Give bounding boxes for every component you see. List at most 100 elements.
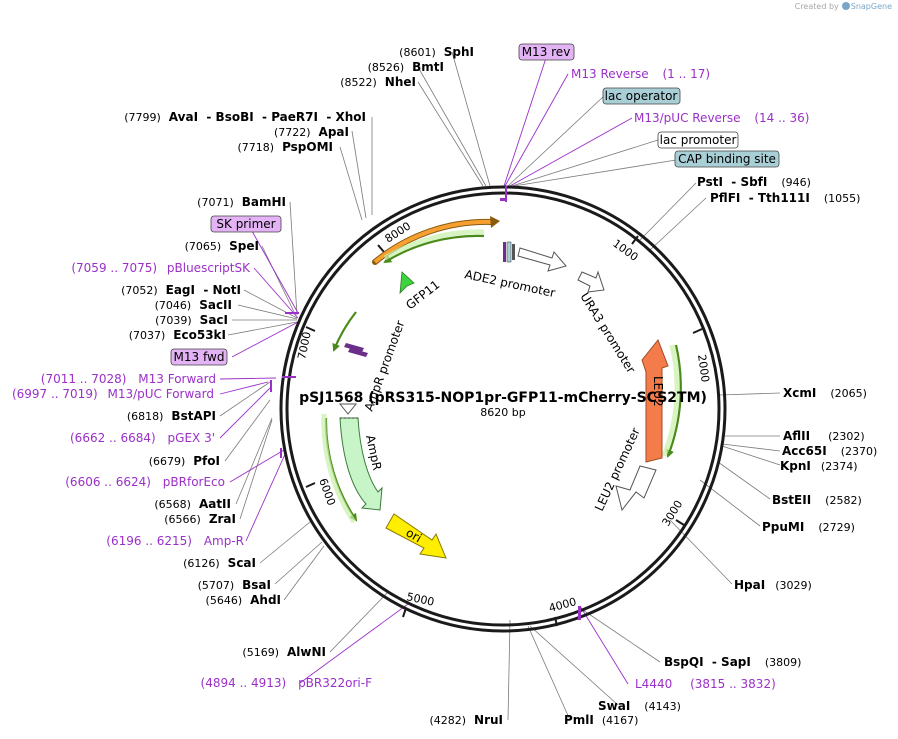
- site-ppumi-name: PpuMI: [762, 520, 804, 534]
- svg-text:PstI - SbfI(946): PstI - SbfI(946): [697, 175, 811, 189]
- site-labels-right: PmlI(4167) SwaI(4143) BspQI - SapI(3809)…: [564, 175, 877, 727]
- primer-m13-puc-reverse-name: M13/pUC Reverse: [634, 111, 741, 125]
- box-lac-promoter: lac promoter: [660, 133, 737, 147]
- svg-text:HpaI(3029): HpaI(3029): [734, 578, 812, 592]
- site-aatii-name: AatII: [199, 497, 231, 511]
- site-bsai-name: BsaI: [242, 578, 271, 592]
- svg-text:BspQI - SapI(3809): BspQI - SapI(3809): [664, 655, 801, 669]
- site-apai-pos: (7722): [274, 126, 311, 139]
- svg-text:(7037)Eco53kI: (7037)Eco53kI: [129, 328, 226, 342]
- green-arcs-highlight: [321, 229, 680, 524]
- label-leu2-promoter: LEU2 promoter: [592, 426, 643, 514]
- svg-text:(6662 .. 6684) pGEX 3': (6662 .. 6684) pGEX 3': [70, 431, 215, 445]
- site-spei-pos: (7065): [185, 240, 222, 253]
- site-pfoi-pos: (6679): [149, 455, 186, 468]
- primer-pgex3-range: (6662 .. 6684): [70, 431, 156, 445]
- svg-text:(7046)SacII: (7046)SacII: [155, 298, 232, 312]
- site-labels-left: (8601)SphI (8526)BmtI (8522)NheI (7799)A…: [121, 45, 503, 727]
- primer-m13-forward-name: M13 Forward: [138, 372, 216, 386]
- site-pmli-name: PmlI: [564, 713, 594, 727]
- primer-pbluescriptsk-range: (7059 .. 7075): [71, 261, 157, 275]
- site-acc65i-name: Acc65I: [782, 444, 827, 458]
- site-bsai-pos: (5707): [198, 579, 235, 592]
- site-psti-sbfi-names: PstI - SbfI: [697, 175, 767, 189]
- leu2-feature: [641, 339, 669, 463]
- box-sk-primer: SK primer: [216, 217, 275, 231]
- primer-l4440-name: L4440: [635, 677, 672, 691]
- site-alwni-name: AlwNI: [287, 645, 326, 659]
- primer-pbrforeco-name: pBRforEco: [163, 475, 225, 489]
- site-spei-name: SpeI: [229, 239, 259, 253]
- svg-text:(6568)AatII: (6568)AatII: [154, 497, 231, 511]
- svg-text:L4440 (3815 .. 3832): L4440 (3815 .. 3832): [635, 677, 776, 691]
- primer-m13-puc-reverse-range: (14 .. 36): [754, 111, 809, 125]
- primer-m13-puc-forward-name: M13/pUC Forward: [107, 387, 214, 401]
- svg-text:PflFI - Tth111I(1055): PflFI - Tth111I(1055): [710, 191, 860, 205]
- primer-pbr322ori-f-name: pBR322ori-F: [298, 676, 372, 690]
- site-scai-name: ScaI: [228, 556, 256, 570]
- site-scai-pos: (6126): [183, 557, 220, 570]
- box-m13-fwd: M13 fwd: [174, 350, 225, 364]
- site-zrai-name: ZraI: [209, 512, 236, 526]
- tick-1000: 1000: [610, 237, 640, 264]
- site-eagi-noti-pos: (7052): [121, 284, 158, 297]
- svg-text:SwaI(4143): SwaI(4143): [598, 699, 681, 713]
- orange-feature: [372, 216, 500, 265]
- site-sphi-pos: (8601): [399, 46, 436, 59]
- svg-text:(4894 .. 4913) pBR322ori: (4894 .. 4913) pBR322ori-F: [201, 676, 373, 690]
- site-ahdi-name: AhdI: [250, 593, 281, 607]
- svg-text:(7071)BamHI: (7071)BamHI: [197, 195, 286, 209]
- primer-m13-reverse-range: (1 .. 17): [663, 67, 711, 81]
- leader-lines: [219, 51, 781, 721]
- label-leu2: LEU2: [651, 376, 665, 407]
- site-pflfi-tth111i-names: PflFI - Tth111I: [710, 191, 810, 205]
- ampr-feature: [339, 417, 383, 511]
- svg-text:(7799)AvaI - BsoBI - PaeR7I: (7799)AvaI - BsoBI - PaeR7I - XhoI: [124, 110, 366, 124]
- svg-text:KpnI(2374): KpnI (2374): [780, 459, 857, 473]
- site-hpai-pos: (3029): [775, 579, 812, 592]
- site-bstapi-name: BstAPI: [171, 409, 216, 423]
- site-kpni-name: KpnI: [780, 459, 811, 473]
- site-nhei-name: NheI: [385, 75, 416, 89]
- lac-features: [500, 186, 515, 263]
- site-bamhi-name: BamHI: [242, 195, 286, 209]
- site-eagi-noti-names: EagI - NotI: [166, 283, 241, 297]
- svg-text:(7039)SacI: (7039)SacI: [155, 313, 228, 327]
- backbone-ticks: [305, 235, 703, 627]
- site-saci-name: SacI: [200, 313, 228, 327]
- ampr-promoter-feature: [344, 343, 368, 357]
- site-bsteii-pos: (2582): [825, 494, 862, 507]
- site-pspomi-pos: (7718): [237, 141, 274, 154]
- site-xhoi-group-names: AvaI - BsoBI - PaeR7I - XhoI: [169, 110, 366, 124]
- site-apai-name: ApaI: [319, 125, 349, 139]
- site-nrui-pos: (4282): [429, 714, 466, 727]
- backbone: [279, 185, 727, 633]
- credit-prefix: Created by: [794, 2, 839, 11]
- site-alwni-pos: (5169): [242, 646, 279, 659]
- primer-pbr322ori-f-range: (4894 .. 4913): [201, 676, 287, 690]
- plasmid-length: 8620 bp: [480, 406, 525, 419]
- svg-text:PpuMI(2729): PpuMI(2729): [762, 520, 855, 534]
- site-pfoi-name: PfoI: [193, 454, 220, 468]
- plasmid-name: pSJ1568 (pRS315-NOP1pr-GFP11-mCherry-SCS…: [299, 390, 707, 406]
- svg-text:M13/pUC Reverse (14 .. 3: M13/pUC Reverse (14 .. 36): [634, 111, 810, 125]
- svg-text:(7059 .. 7075) pBluescri: (7059 .. 7075) pBluescriptSK: [71, 261, 251, 275]
- svg-text:(4282)NruI: (4282) NruI: [429, 713, 503, 727]
- label-ade2-promoter: ADE2 promoter: [463, 267, 556, 300]
- leu2-promoter-feature: [615, 465, 657, 512]
- site-xcmi-pos: (2065): [830, 387, 867, 400]
- svg-text:(5646)AhdI: (5646)AhdI: [206, 593, 281, 607]
- primer-m13-forward-range: (7011 .. 7028): [41, 372, 127, 386]
- primer-leader-lines: [219, 57, 677, 685]
- site-kpni-pos: (2374): [821, 460, 858, 473]
- site-nrui-name: NruI: [474, 713, 503, 727]
- site-xcmi-name: XcmI: [783, 386, 816, 400]
- svg-text:(6126)ScaI: (6126) ScaI: [183, 556, 256, 570]
- site-aflii-name: AflII: [783, 429, 810, 443]
- site-sacii-pos: (7046): [155, 299, 192, 312]
- primer-marks: [270, 312, 581, 620]
- svg-text:(8601)SphI: (8601)SphI: [399, 45, 474, 59]
- snapgene-logo-icon: [841, 2, 850, 10]
